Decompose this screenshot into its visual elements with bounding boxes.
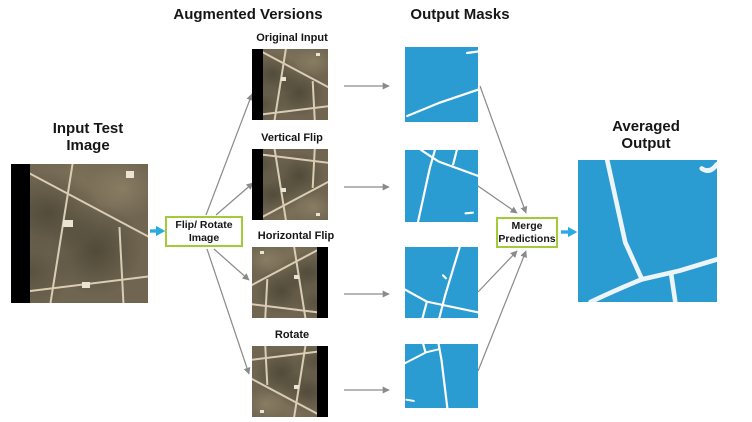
title-output-masks: Output Masks (398, 6, 522, 24)
title-input-line2: Image (66, 136, 110, 154)
title-augmented-versions: Augmented Versions (158, 6, 338, 24)
label-vertical-flip-text: Vertical Flip (261, 132, 323, 144)
building-speck (315, 52, 321, 57)
input-test-image (11, 164, 148, 303)
averaged-output-mask (578, 160, 717, 302)
building-speck (293, 275, 300, 279)
merge-label-line2: Predictions (498, 232, 556, 245)
output-mask-horizontal-flip (405, 247, 478, 318)
arrow-mask1-to-merge (479, 85, 528, 214)
title-input-line1: Input Test (52, 120, 124, 137)
title-averaged-output: Averaged Output (576, 118, 716, 152)
arrow-mask3-to-merge (477, 250, 518, 293)
black-border-bar (252, 49, 263, 120)
thumb-original-input (252, 49, 328, 120)
building-speck (315, 212, 321, 217)
road-marking (118, 226, 126, 303)
building-speck (280, 188, 287, 192)
label-vertical-flip: Vertical Flip (222, 132, 362, 144)
flip-rotate-label-line1: Flip/ Rotate (175, 218, 233, 231)
label-rotate: Rotate (222, 329, 362, 341)
road-marking (311, 80, 317, 120)
black-border-bar (317, 346, 328, 417)
flip-rotate-box: Flip/ Rotate Image (165, 216, 243, 247)
arrow-mask2-to-merge (477, 185, 518, 214)
label-original-input: Original Input (222, 32, 362, 44)
building-speck (63, 219, 73, 227)
building-speck (280, 77, 287, 81)
building-speck (82, 282, 91, 288)
label-original-input-text: Original Input (256, 32, 328, 44)
road-marking (252, 49, 328, 99)
black-border-bar (252, 149, 263, 220)
title-output-line2: Output (621, 134, 671, 152)
road-marking (252, 104, 328, 118)
title-input-test-image: Input Test Image (18, 120, 158, 154)
black-border-bar (11, 164, 31, 303)
thumb-horizontal-flip (252, 247, 328, 318)
output-mask-original (405, 47, 478, 122)
road-marking (252, 151, 328, 165)
flip-rotate-label-line2: Image (188, 231, 220, 244)
road-marking (263, 346, 269, 386)
building-speck (259, 409, 265, 414)
road-marking (263, 278, 269, 318)
road-marking (311, 149, 317, 189)
label-rotate-text: Rotate (274, 329, 310, 341)
arrow-to-original (205, 93, 254, 216)
thumb-vertical-flip (252, 149, 328, 220)
merge-label-line1: Merge (511, 219, 543, 232)
road-marking (11, 273, 148, 296)
title-output-line1: Averaged (612, 118, 680, 135)
merge-predictions-box: Merge Predictions (496, 217, 558, 248)
arrow-to-rotate (206, 248, 251, 375)
title-output-masks-text: Output Masks (410, 6, 510, 23)
label-horizontal-flip: Horizontal Flip (226, 230, 366, 242)
building-speck (293, 385, 300, 389)
output-mask-vertical-flip (405, 150, 478, 222)
black-border-bar (317, 247, 328, 318)
building-speck (126, 170, 135, 178)
arrow-mask4-to-merge (477, 250, 527, 372)
output-mask-rotate (405, 344, 478, 408)
thumb-rotate (252, 346, 328, 417)
arrow-to-horizontal-flip (213, 248, 250, 281)
title-augmented-versions-text: Augmented Versions (173, 6, 323, 23)
building-speck (259, 250, 265, 255)
arrow-to-vertical-flip (215, 182, 254, 216)
label-horizontal-flip-text: Horizontal Flip (257, 230, 335, 242)
